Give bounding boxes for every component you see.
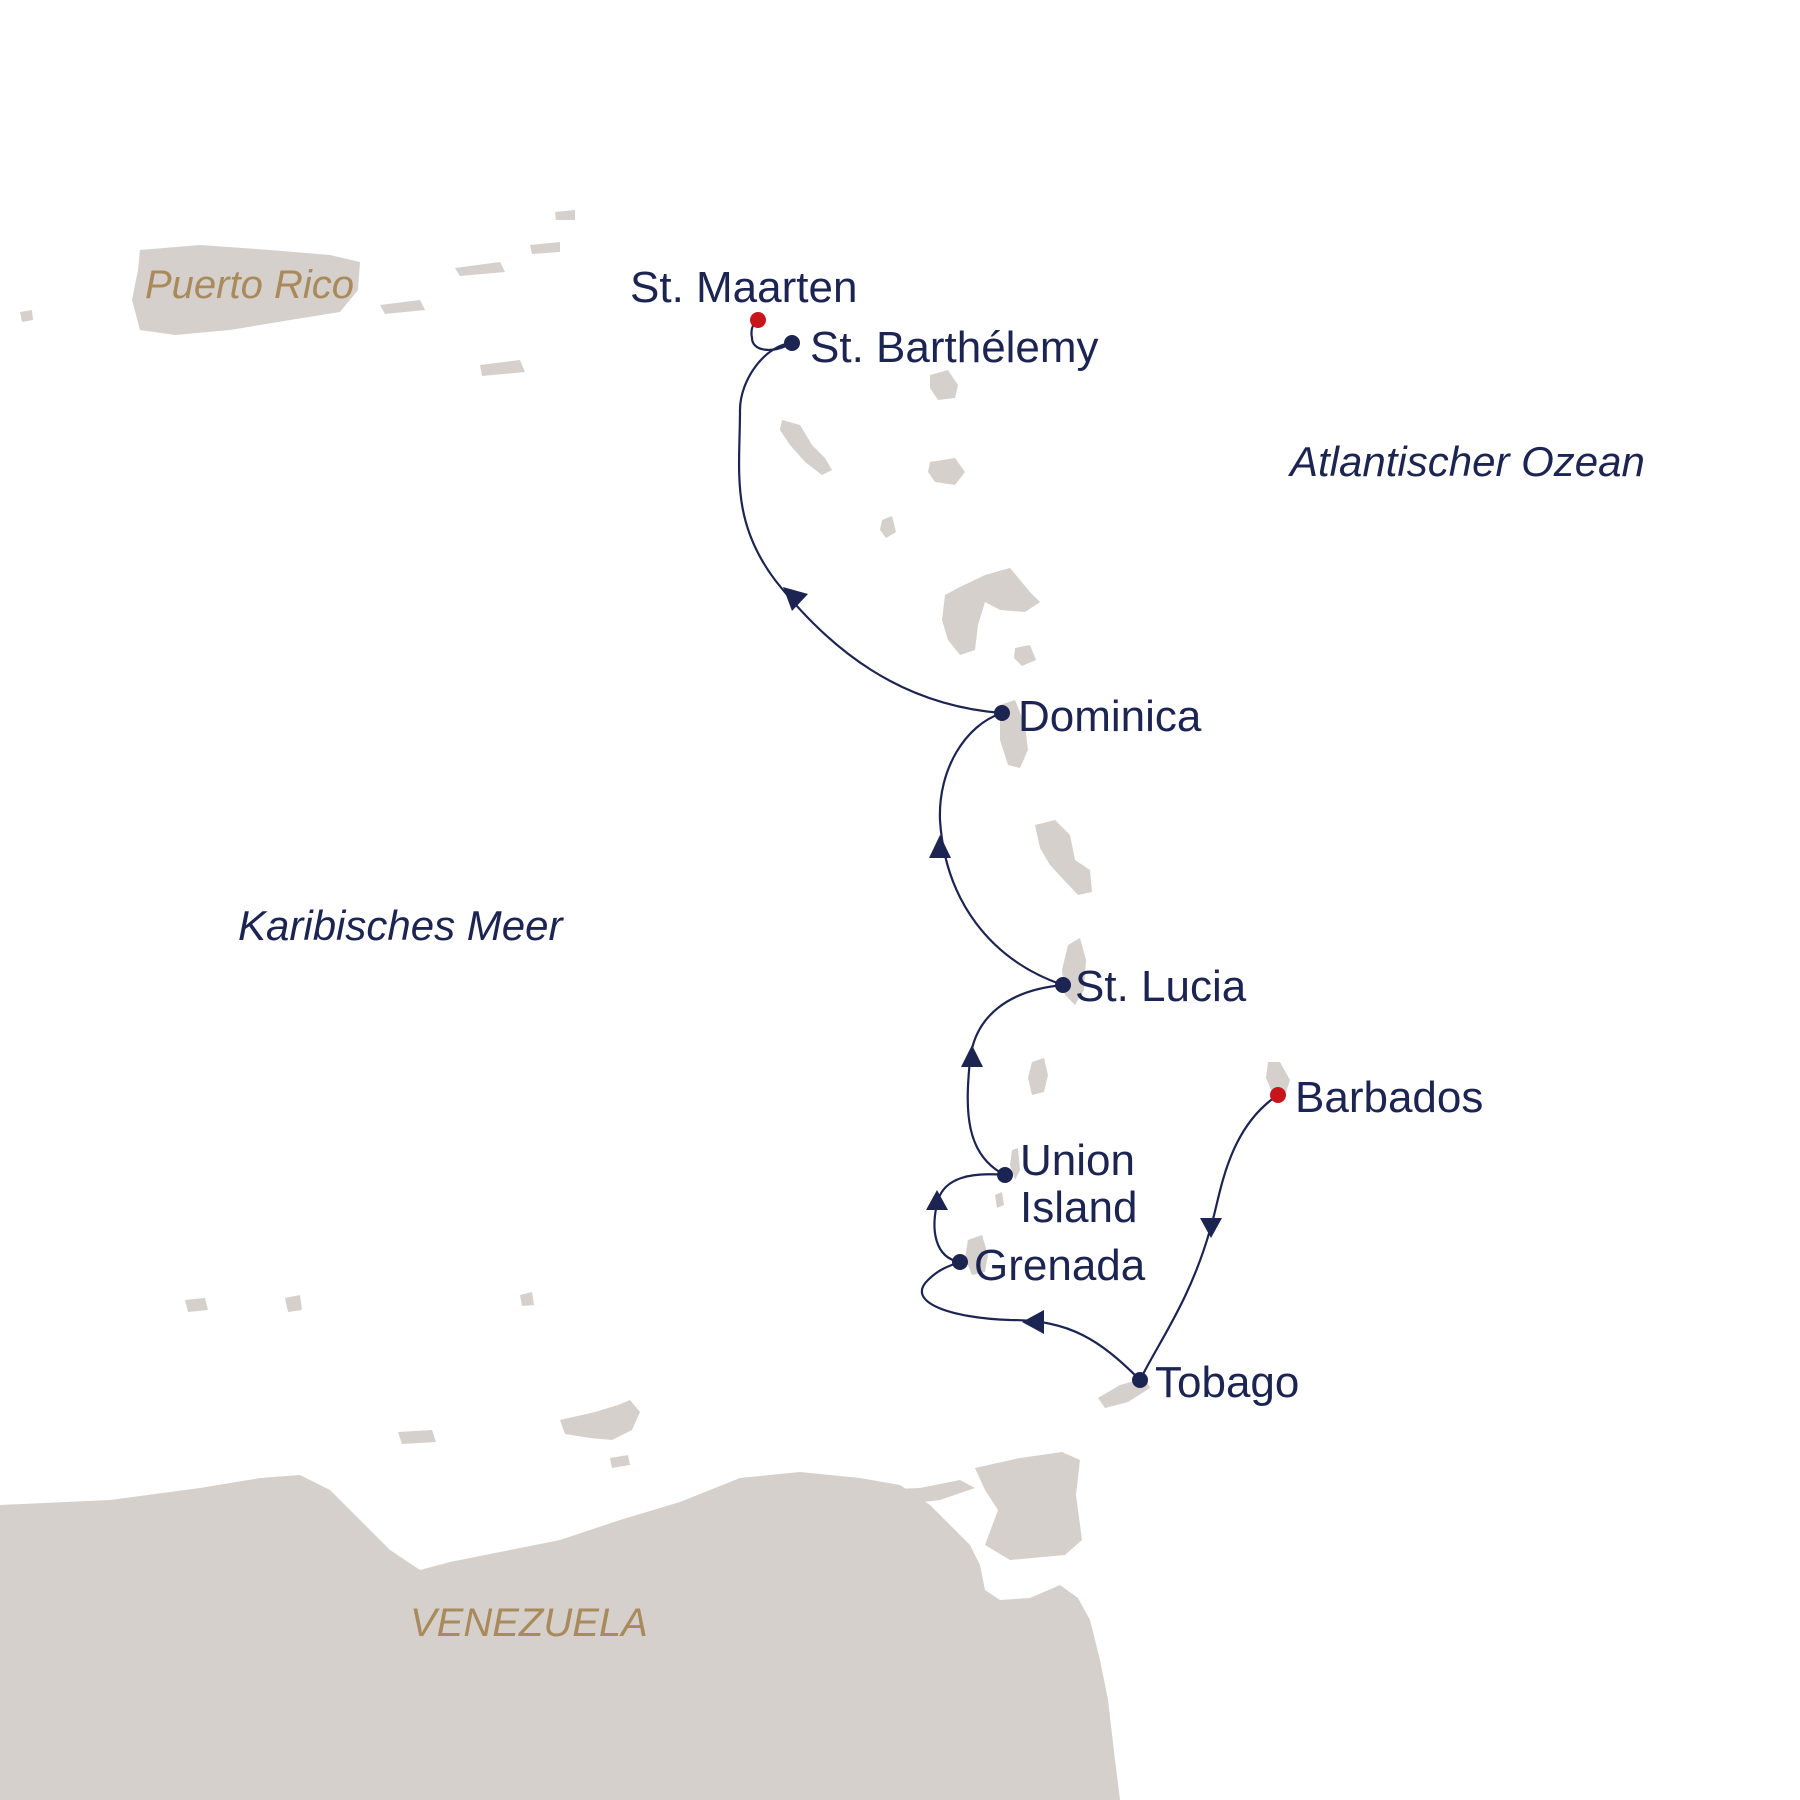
dot-st-barthelemy <box>784 335 800 351</box>
arrow-grenada-union-island <box>926 1190 948 1210</box>
dot-grenada <box>952 1254 968 1270</box>
label-atlantic-ocean: Atlantischer Ozean <box>1287 438 1645 485</box>
land-virgin-islands <box>380 210 575 376</box>
land-small-islands <box>185 1292 534 1444</box>
land-trinidad <box>975 1452 1082 1560</box>
arrow-barbados-tobago <box>1200 1218 1222 1238</box>
label-union-island-line1: Union <box>1020 1136 1135 1185</box>
land-small-west <box>20 310 33 322</box>
land-paria-peninsula <box>820 1480 975 1512</box>
land-barbados <box>1266 1062 1290 1095</box>
land-guadeloupe <box>942 568 1040 655</box>
dot-barbados <box>1270 1087 1286 1103</box>
route-st-lucia-dominica <box>938 711 1064 987</box>
land-martinique <box>1035 820 1092 895</box>
arrow-tobago-grenada <box>1022 1310 1044 1334</box>
label-union-island-line2: Island <box>1020 1183 1137 1232</box>
port-markers <box>750 312 1286 1388</box>
land-st-kitts <box>780 420 832 475</box>
label-barbados: Barbados <box>1295 1073 1483 1122</box>
dot-st-maarten <box>750 312 766 328</box>
route-tobago-grenada <box>920 1260 1141 1381</box>
arrow-st-lucia-dominica <box>929 835 951 858</box>
label-caribbean-sea: Karibisches Meer <box>238 902 564 949</box>
route-barbados-tobago <box>1139 1094 1279 1381</box>
arrow-union-island-st-lucia <box>961 1045 983 1067</box>
cruise-route <box>737 319 1279 1381</box>
label-st-lucia: St. Lucia <box>1075 962 1247 1011</box>
dot-st-lucia <box>1055 977 1071 993</box>
land-grenadines <box>995 1148 1020 1208</box>
label-st-barthelemy: St. Barthélemy <box>810 323 1099 372</box>
land-marie-galante <box>1014 645 1036 666</box>
route-dominica-st-barthelemy <box>737 341 1003 715</box>
land-antigua <box>928 458 965 485</box>
dot-dominica <box>994 705 1010 721</box>
land-montserrat <box>880 516 896 538</box>
dot-tobago <box>1132 1372 1148 1388</box>
arrow-dominica-st-barthelemy <box>783 587 808 611</box>
land-anguilla-barbuda <box>930 370 958 400</box>
dot-union-island <box>997 1167 1013 1183</box>
label-grenada: Grenada <box>974 1241 1146 1290</box>
label-venezuela: VENEZUELA <box>410 1601 648 1645</box>
land-puerto-rico <box>132 245 360 335</box>
land-venezuela <box>0 1472 1120 1800</box>
land-st-vincent <box>1028 1058 1048 1095</box>
label-tobago: Tobago <box>1155 1358 1299 1407</box>
label-dominica: Dominica <box>1018 692 1202 741</box>
land-grenada <box>965 1235 988 1275</box>
land-margarita <box>560 1400 640 1468</box>
label-st-maarten: St. Maarten <box>630 263 857 312</box>
labels: Puerto Rico VENEZUELA Atlantischer Ozean… <box>145 263 1645 1645</box>
label-puerto-rico: Puerto Rico <box>145 263 354 307</box>
